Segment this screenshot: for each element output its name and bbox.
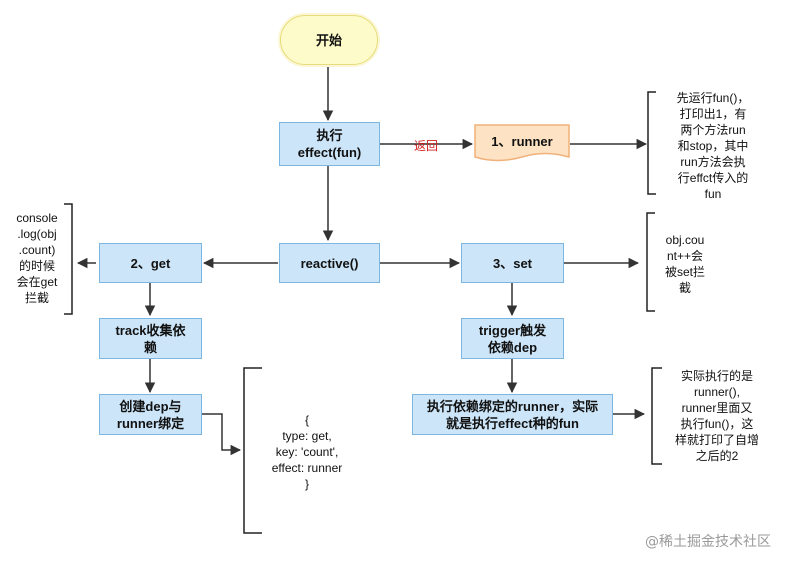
bracket-set-note [646, 212, 655, 312]
set-node: 3、set [461, 243, 564, 283]
track-node: track收集依 赖 [99, 318, 202, 359]
arrow-createdep-to-note [202, 413, 242, 456]
create-dep-note: { type: get, key: 'count', effect: runne… [271, 413, 343, 491]
watermark: @稀土掘金技术社区 [645, 534, 771, 550]
set-label: 3、set [492, 255, 533, 271]
get-node: 2、get [99, 243, 202, 283]
create-dep-label: 创建dep与 runner绑定 [116, 398, 185, 431]
runner-label: 1、runner [491, 133, 553, 149]
start-label: 开始 [315, 32, 342, 48]
bracket-get-note [64, 203, 73, 315]
bracket-runner-note [647, 91, 656, 195]
trigger-label: trigger触发 依赖dep [478, 322, 547, 355]
reactive-node: reactive() [279, 243, 380, 283]
exec-runner-label: 执行依赖绑定的runner，实际 就是执行effect种的fun [426, 398, 599, 431]
runner-note: 先运行fun()， 打印出1，有 两个方法run 和stop，其中 run方法会… [676, 91, 750, 201]
track-label: track收集依 赖 [115, 322, 186, 355]
back-label: 返回 [414, 139, 439, 153]
bracket-exec-note [651, 367, 662, 465]
reactive-label: reactive() [300, 255, 359, 271]
exec-runner-node: 执行依赖绑定的runner，实际 就是执行effect种的fun [412, 394, 613, 435]
get-note: console .log(obj .count) 的时候 会在get 拦截 [16, 211, 58, 305]
trigger-node: trigger触发 依赖dep [461, 318, 564, 359]
effect-label: 执行 effect(fun) [297, 128, 362, 160]
runner-node: 1、runner [474, 124, 570, 164]
get-label: 2、get [130, 255, 171, 271]
bracket-createdep-note [243, 367, 262, 534]
set-note: obj.cou nt++会 被set拦 截 [664, 233, 705, 295]
exec-runner-note: 实际执行的是 runner(), runner里面又 执行fun()，这 样就打… [674, 369, 759, 463]
start-node: 开始 [280, 15, 378, 65]
runner-text-wrap: 1、runner [474, 124, 570, 158]
create-dep-node: 创建dep与 runner绑定 [99, 394, 202, 435]
effect-node: 执行 effect(fun) [279, 122, 380, 166]
runner-shape-outline [474, 124, 570, 162]
